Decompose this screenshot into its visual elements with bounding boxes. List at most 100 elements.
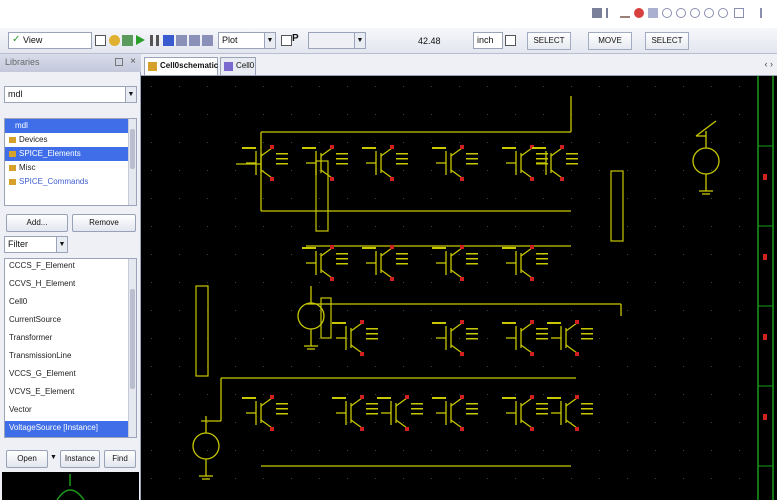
cell-list[interactable]: CCCS_F_Element CCVS_H_Element Cell0 Curr… [4,258,137,438]
schematic-labels [195,160,624,377]
wire-icon[interactable] [620,8,630,18]
grid-dot [683,478,684,479]
grid-dot [207,450,208,451]
drain [450,147,463,157]
device-label [502,322,516,324]
list-item[interactable]: VCVS_E_Element [9,387,75,396]
list-item[interactable]: VCCS_G_Element [9,369,76,378]
tree-item[interactable]: mdl [5,119,136,133]
circle-tool-icon[interactable] [690,8,700,18]
list-item-selected[interactable]: VoltageSource [Instance] [5,421,136,437]
grid-dot [683,254,684,255]
pin-icon[interactable] [606,8,616,18]
zoom-out-icon[interactable] [189,35,200,46]
chevron-down-icon[interactable]: ▼ [50,454,57,461]
pin [330,177,334,181]
library-tree[interactable]: mdl Devices SPICE_Elements Misc SPICE_Co… [4,118,137,206]
grid-dot [487,254,488,255]
find-button[interactable]: Find [104,450,136,468]
circle-tool-icon[interactable] [704,8,714,18]
unit-select[interactable]: inch [473,32,503,49]
record-icon[interactable] [634,8,644,18]
move-button[interactable]: MOVE [588,32,632,50]
grid-dot [487,394,488,395]
list-item[interactable]: CurrentSource [9,315,62,324]
instance-button[interactable]: Instance [60,450,100,468]
grid-dot [151,310,152,311]
drain [320,147,333,157]
place-select[interactable]: Plot ▼ [218,32,276,49]
dropdown-icon[interactable] [281,35,292,46]
grid-dot [403,338,404,339]
grid-dot [375,450,376,451]
tree-item[interactable]: SPICE_Commands [5,175,136,189]
grid-dot [207,226,208,227]
schematic-icon [148,62,157,71]
tree-item[interactable]: SPICE_Elements [5,147,136,161]
param-text [581,403,593,405]
tab-cell0[interactable]: Cell0 [220,57,256,75]
tree-item[interactable]: Devices [5,133,136,147]
remove-library-button[interactable]: Remove [72,214,136,232]
grid-dot [319,254,320,255]
circle-tool-icon[interactable] [662,8,672,18]
circle-tool-icon[interactable] [676,8,686,18]
grid-dot [263,114,264,115]
transistor [362,145,408,181]
zoom-in-icon[interactable] [176,35,187,46]
dropdown-icon[interactable] [95,35,106,46]
parameter-icon[interactable]: P [292,33,299,44]
grid-dot [459,310,460,311]
grid-dot [571,422,572,423]
zoom-fit-icon[interactable] [734,8,744,18]
grid-dot [655,86,656,87]
float-icon[interactable] [115,58,123,66]
symbol-icon [224,62,233,71]
list-item[interactable]: CCVS_H_Element [9,279,76,288]
list-item[interactable]: Cell0 [9,297,28,306]
add-library-button[interactable]: Add... [6,214,68,232]
chevron-down-icon[interactable] [752,8,762,18]
select-button-secondary[interactable]: SELECT [645,32,689,50]
select-button[interactable]: SELECT [527,32,571,50]
grid-icon[interactable] [592,8,602,18]
cell-list-scrollbar[interactable] [128,259,136,437]
grid-dot [515,226,516,227]
close-icon[interactable]: × [130,56,136,67]
library-select[interactable]: mdl ▼ [4,86,137,103]
window-icon[interactable] [648,8,658,18]
tree-icon[interactable] [122,35,133,46]
grid-dot [655,366,656,367]
probe-icon[interactable] [163,35,174,46]
zoom-area-icon[interactable] [202,35,213,46]
param-text [536,163,548,165]
parameter-select[interactable]: ▼ [308,32,366,49]
grid-dot [291,478,292,479]
star-icon[interactable] [109,35,120,46]
grid-dot [627,254,628,255]
drain [520,247,533,257]
grid-dot [459,198,460,199]
open-button[interactable]: Open [6,450,48,468]
drain [320,247,333,257]
list-item[interactable]: Transformer [9,333,53,342]
grid-dot [151,394,152,395]
tree-scrollbar[interactable] [128,119,136,205]
dropdown-icon[interactable] [505,35,516,46]
circle-tool-icon[interactable] [718,8,728,18]
tab-scroll-arrows[interactable]: ‹ › [764,59,774,69]
pause-icon[interactable] [150,35,159,46]
list-item[interactable]: TransmissionLine [9,351,72,360]
check-icon: ✓ [12,34,21,45]
filter-select[interactable]: Filter ▼ [4,236,68,253]
tab-cell0-schematic[interactable]: Cell0schematic [144,57,218,75]
source [380,269,393,279]
grid-dot [599,450,600,451]
tree-item[interactable]: Misc [5,161,136,175]
play-icon[interactable] [136,35,145,45]
list-item[interactable]: CCCS_F_Element [9,261,75,270]
list-item[interactable]: Vector [9,405,32,414]
view-select[interactable]: ✓ View [8,32,92,49]
device-label [332,397,346,399]
schematic-canvas[interactable] [141,76,753,500]
